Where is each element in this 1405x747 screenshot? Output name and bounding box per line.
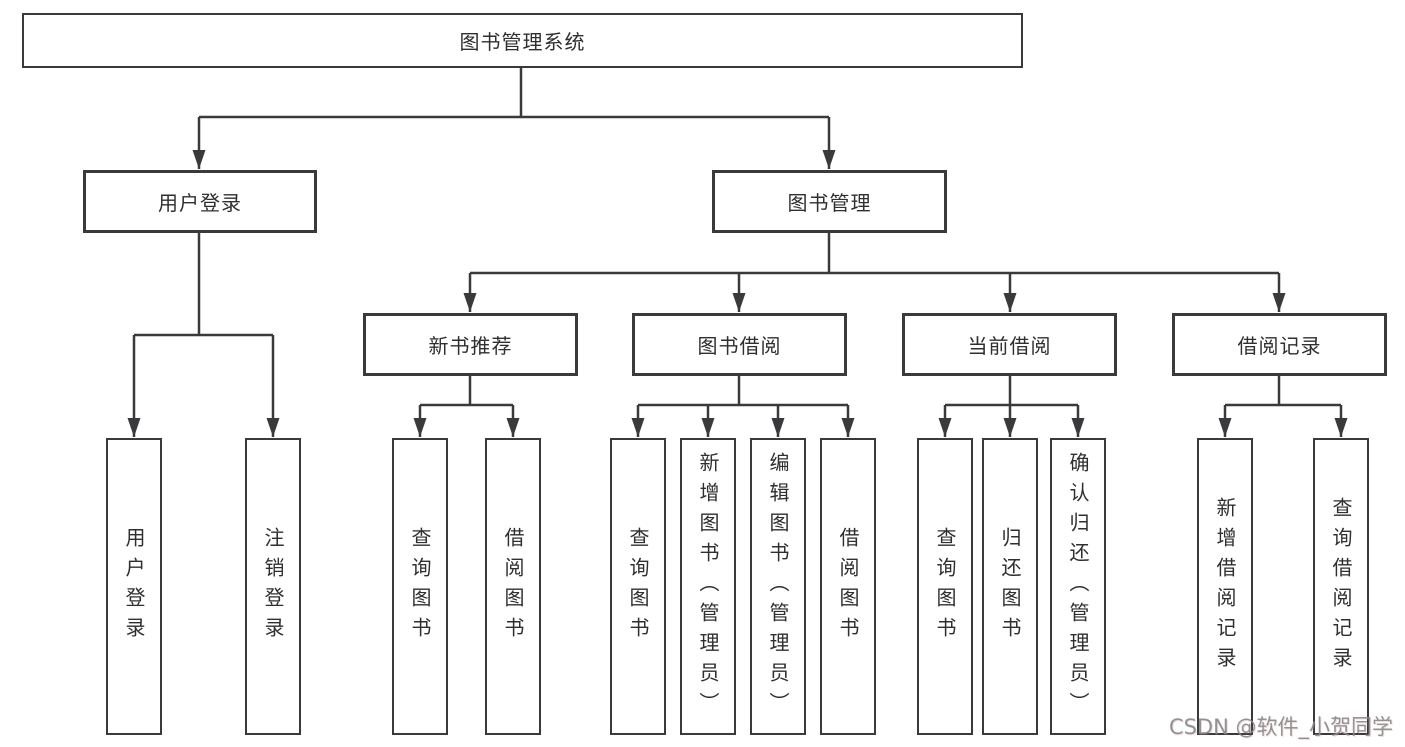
node-library-management-system: 图书管理系统 — [22, 13, 1023, 68]
leaf-label: 归还图书 — [998, 526, 1022, 647]
leaf-label: 借阅图书 — [836, 526, 860, 647]
leaf-add-borrow-record: 新增借阅记录 — [1197, 438, 1253, 735]
leaf-query-borrow-record: 查询借阅记录 — [1313, 438, 1369, 735]
leaf-label: 查询图书 — [408, 526, 432, 647]
node-label: 图书管理系统 — [459, 30, 586, 54]
node-label: 新书推荐 — [428, 334, 513, 358]
leaf-add-books-admin: 新增图书（管理员） — [680, 438, 736, 735]
leaf-query-books-borrowing: 查询图书 — [610, 438, 666, 735]
node-label: 图书借阅 — [697, 334, 782, 358]
node-current-borrowing: 当前借阅 — [902, 313, 1117, 376]
leaf-label: 查询图书 — [933, 526, 957, 647]
leaf-label: 用户登录 — [122, 526, 146, 647]
leaf-label: 注销登录 — [261, 526, 285, 647]
leaf-label: 借阅图书 — [501, 526, 525, 647]
node-label: 用户登录 — [158, 191, 242, 215]
node-label: 借阅记录 — [1237, 334, 1322, 358]
node-book-management: 图书管理 — [712, 170, 947, 233]
leaf-label: 确认归还（管理员） — [1066, 451, 1090, 722]
leaf-return-books: 归还图书 — [982, 438, 1038, 735]
leaf-user-login: 用户登录 — [106, 438, 162, 735]
connector-lines — [132, 68, 1343, 437]
leaf-label: 新增图书（管理员） — [696, 451, 720, 722]
leaf-borrow-books-recommend: 借阅图书 — [485, 438, 541, 735]
leaf-edit-books-admin: 编辑图书（管理员） — [750, 438, 806, 735]
leaf-borrow-books: 借阅图书 — [820, 438, 876, 735]
node-new-book-recommendation: 新书推荐 — [363, 313, 578, 376]
leaf-label: 查询借阅记录 — [1329, 496, 1353, 677]
leaf-query-books-current: 查询图书 — [917, 438, 973, 735]
leaf-logout-login: 注销登录 — [245, 438, 301, 735]
node-book-borrowing: 图书借阅 — [632, 313, 847, 376]
node-user-login: 用户登录 — [83, 170, 317, 233]
leaf-confirm-return-admin: 确认归还（管理员） — [1050, 438, 1106, 735]
leaf-label: 编辑图书（管理员） — [766, 451, 790, 722]
leaf-label: 查询图书 — [626, 526, 650, 647]
node-label: 当前借阅 — [967, 334, 1052, 358]
leaf-query-books-recommend: 查询图书 — [392, 438, 448, 735]
leaf-label: 新增借阅记录 — [1213, 496, 1237, 677]
node-borrowing-records: 借阅记录 — [1172, 313, 1387, 376]
node-label: 图书管理 — [787, 191, 872, 215]
